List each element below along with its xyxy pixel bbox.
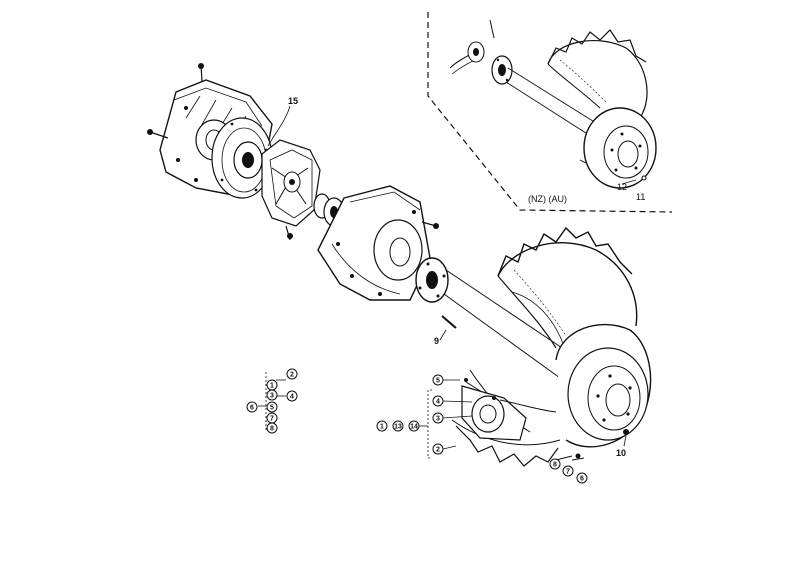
legend-item: 4 xyxy=(286,390,298,402)
legend-item: 2 xyxy=(286,368,298,380)
callout-group-bracket xyxy=(427,389,432,459)
inset-region-label: (NZ) (AU) xyxy=(528,194,567,204)
svg-text:3: 3 xyxy=(436,416,440,423)
legend-item: 6 xyxy=(246,401,258,413)
svg-text:1: 1 xyxy=(270,383,274,390)
svg-text:2: 2 xyxy=(290,372,294,379)
svg-text:4: 4 xyxy=(436,399,440,406)
callout-14: 14 xyxy=(408,420,420,432)
svg-text:5: 5 xyxy=(436,378,440,385)
callout-6: 6 xyxy=(576,472,588,484)
main-wheel-rim xyxy=(555,323,652,448)
svg-text:6: 6 xyxy=(250,405,254,412)
svg-text:7: 7 xyxy=(566,469,570,476)
svg-text:1: 1 xyxy=(380,424,384,431)
svg-text:14: 14 xyxy=(410,424,418,431)
callout-2: 2 xyxy=(432,443,457,455)
hub-flange xyxy=(415,257,449,303)
callout-9: 9 xyxy=(434,336,439,346)
main-tire xyxy=(451,226,638,467)
stud-bolt xyxy=(439,315,457,341)
legend-item: 1 xyxy=(266,379,278,391)
svg-text:2: 2 xyxy=(436,447,440,454)
svg-text:7: 7 xyxy=(270,416,274,423)
callout-4: 4 xyxy=(432,395,473,407)
legend-item: 8 xyxy=(266,422,278,434)
inset-part-number: 12 xyxy=(617,182,627,192)
legend-item: 3 xyxy=(266,389,278,401)
callout-15: 15 xyxy=(288,96,298,106)
svg-text:3: 3 xyxy=(270,393,274,400)
inset-wheel-rim xyxy=(583,107,657,189)
inset-panel: 12 11 (NZ) (AU) xyxy=(427,12,673,213)
svg-text:6: 6 xyxy=(580,476,584,483)
final-drive-case xyxy=(317,185,439,301)
inset-dashed-border xyxy=(427,12,673,213)
legend-cluster: 1 2 3 4 5 6 7 8 xyxy=(246,368,298,434)
svg-text:13: 13 xyxy=(394,424,402,431)
inset-hub-sensor xyxy=(449,19,495,75)
callout-5: 5 xyxy=(432,374,460,386)
callout-10: 10 xyxy=(616,448,626,458)
callout-1: 1 xyxy=(376,420,388,432)
svg-text:5: 5 xyxy=(270,405,274,412)
spoke-plate xyxy=(261,139,321,241)
callout-13: 13 xyxy=(392,420,404,432)
legend-item: 5 xyxy=(266,401,278,413)
callout-3: 3 xyxy=(432,412,473,424)
callout-7: 7 xyxy=(562,465,574,477)
svg-text:8: 8 xyxy=(270,426,274,433)
legend-item: 7 xyxy=(266,412,278,424)
inset-flange xyxy=(491,55,513,85)
svg-text:8: 8 xyxy=(553,462,557,469)
svg-text:4: 4 xyxy=(290,394,294,401)
inset-part-number: 11 xyxy=(636,192,645,202)
callout-8: 8 xyxy=(549,458,561,470)
wheel-mount-bracket xyxy=(461,378,585,461)
